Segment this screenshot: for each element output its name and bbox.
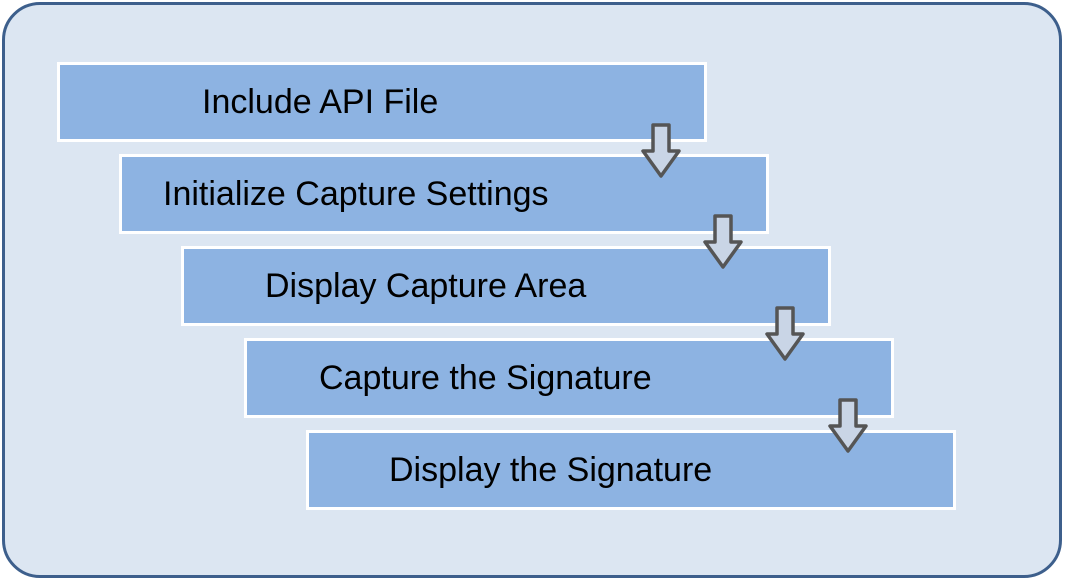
down-arrow-icon	[828, 398, 868, 454]
down-arrow-icon	[703, 214, 743, 270]
down-arrow-icon	[641, 123, 681, 179]
step-label: Capture the Signature	[319, 359, 652, 397]
step-label: Display Capture Area	[265, 267, 587, 305]
step-label: Initialize Capture Settings	[163, 175, 549, 213]
step-label: Include API File	[202, 83, 439, 121]
step-include-api-file: Include API File	[57, 62, 707, 142]
down-arrow-icon	[765, 306, 805, 362]
step-label: Display the Signature	[389, 451, 713, 489]
